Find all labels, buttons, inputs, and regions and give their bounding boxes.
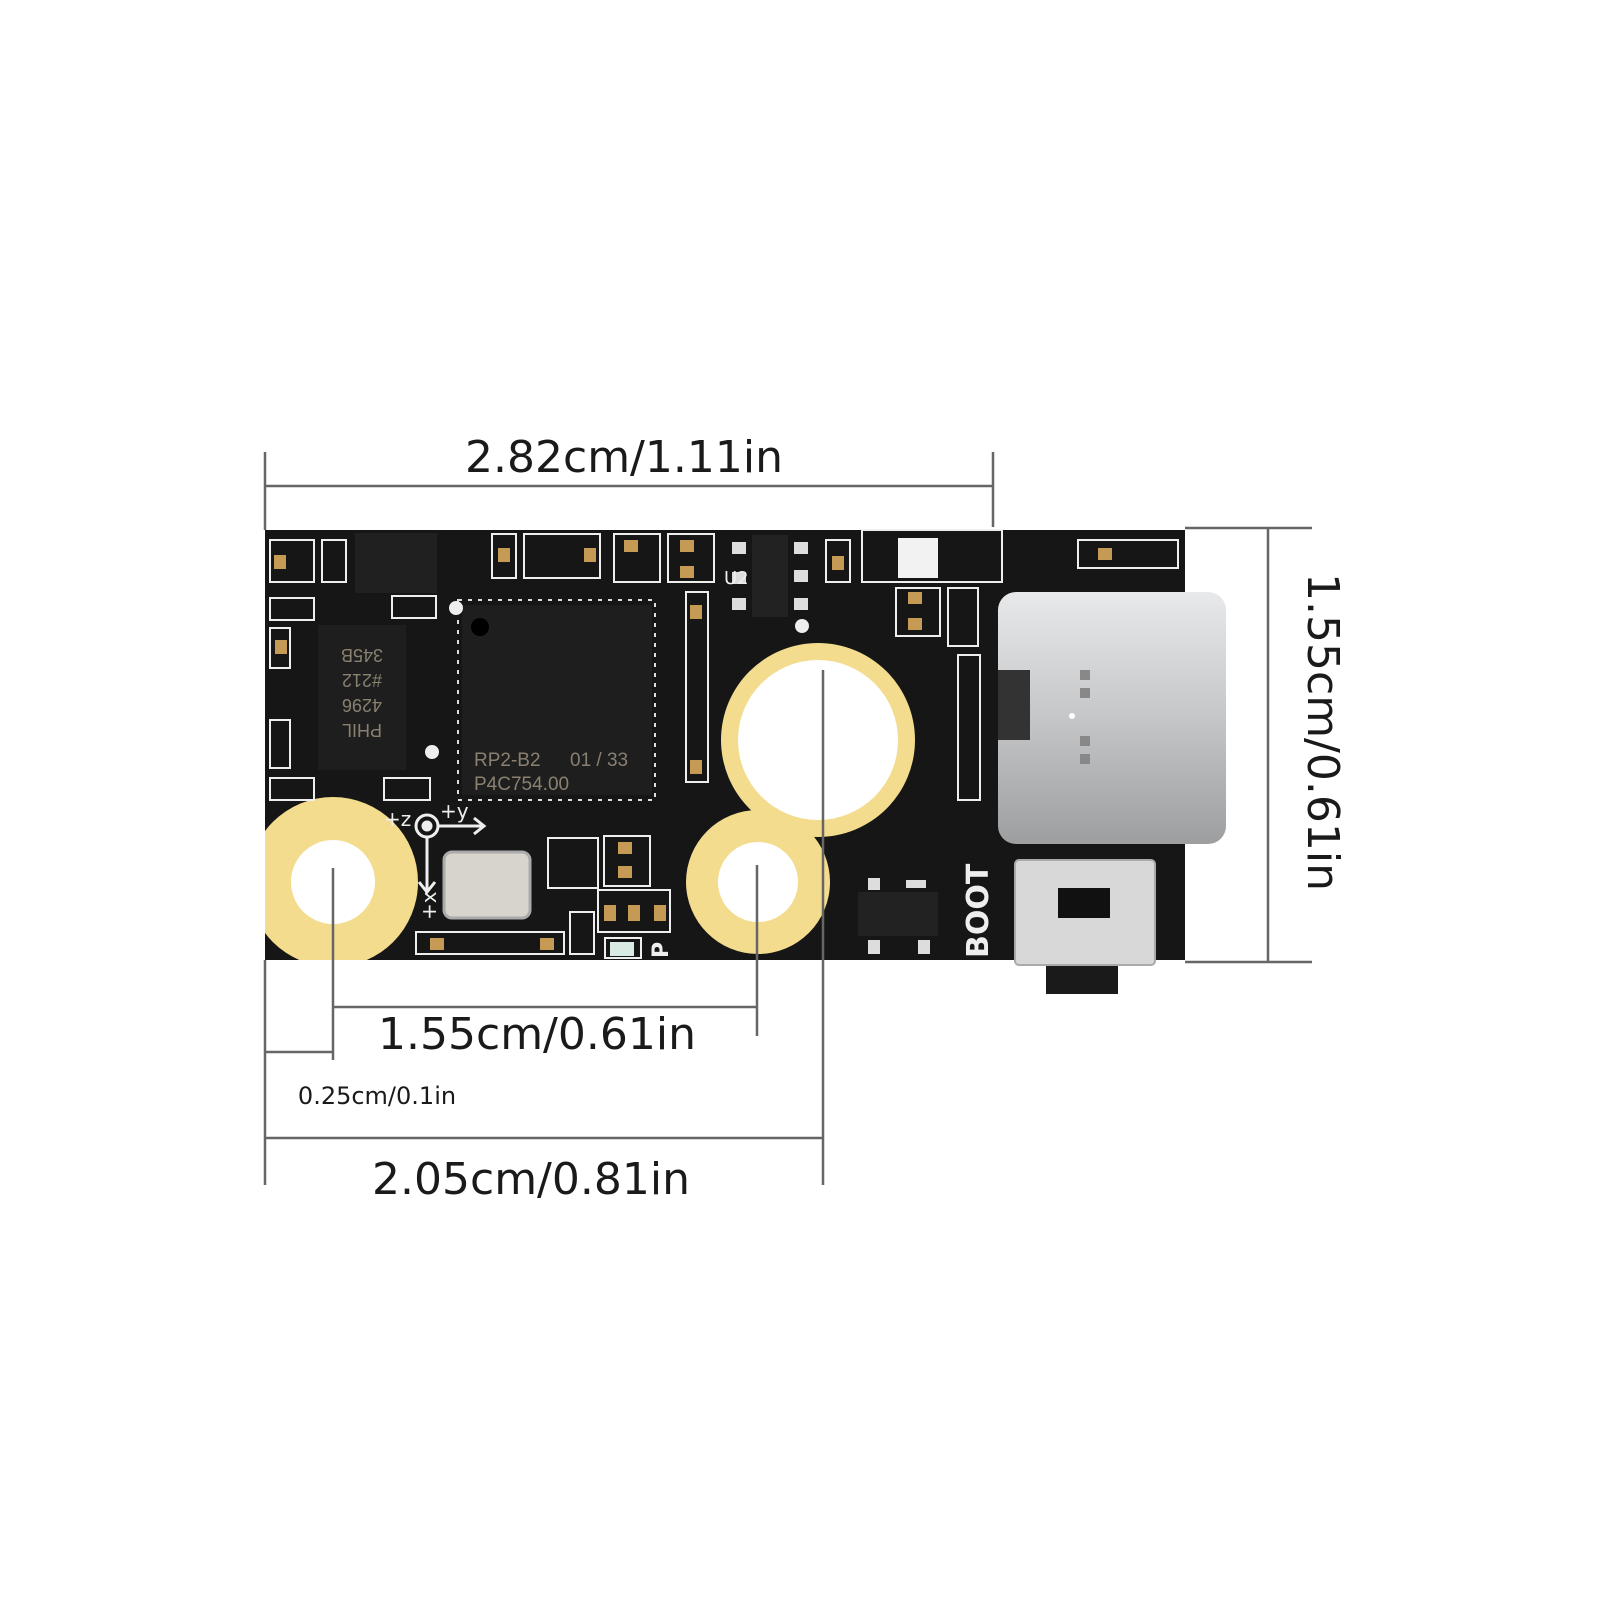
usb-c-connector[interactable]	[998, 592, 1226, 844]
dimension-lines	[263, 452, 1312, 1185]
status-led	[610, 942, 634, 956]
height-total-label: 1.55cm/0.61in	[1297, 573, 1348, 891]
hole-offset-label: 0.25cm/0.1in	[298, 1082, 456, 1110]
diode	[898, 538, 938, 578]
boot-switch-ic	[858, 892, 938, 936]
regulator-chip	[355, 533, 437, 593]
axis-indicator	[414, 813, 487, 895]
boot-button[interactable]	[1014, 859, 1156, 994]
flash-marking-3: #212	[342, 670, 382, 690]
edge-to-hole-label: 2.05cm/0.81in	[372, 1154, 690, 1205]
u2-chip: U2	[724, 535, 809, 633]
pcb-board: RP2-B2 01 / 33 P4C754.00 PHIL 4296 #212 …	[265, 529, 1226, 994]
p-label: P	[649, 942, 674, 958]
mounting-hole-large	[721, 643, 915, 837]
mcu-marking-1: RP2-B2	[474, 750, 541, 771]
axis-y-label: +y	[440, 799, 469, 823]
u2-label: U2	[724, 568, 749, 589]
mounting-hole-left	[265, 797, 418, 960]
boot-label: BOOT	[961, 863, 996, 958]
mcu-marking-1b: 01 / 33	[570, 750, 628, 771]
flash-chip: PHIL 4296 #212 345B	[318, 625, 406, 770]
flash-marking-2: 4296	[342, 695, 382, 715]
mcu-chip: RP2-B2 01 / 33 P4C754.00	[425, 599, 656, 801]
mcu-marking-2: P4C754.00	[474, 774, 569, 795]
axis-z-label: +z	[384, 807, 411, 831]
hole-spacing-label: 1.55cm/0.61in	[378, 1009, 696, 1060]
flash-marking-4: 345B	[341, 645, 383, 665]
width-total-label: 2.82cm/1.11in	[465, 432, 783, 483]
accelerometer	[442, 850, 532, 920]
smd-pads	[274, 540, 1112, 950]
flash-marking-1: PHIL	[342, 720, 382, 740]
axis-x-label: +x	[417, 891, 441, 920]
smd-components	[269, 529, 1179, 959]
